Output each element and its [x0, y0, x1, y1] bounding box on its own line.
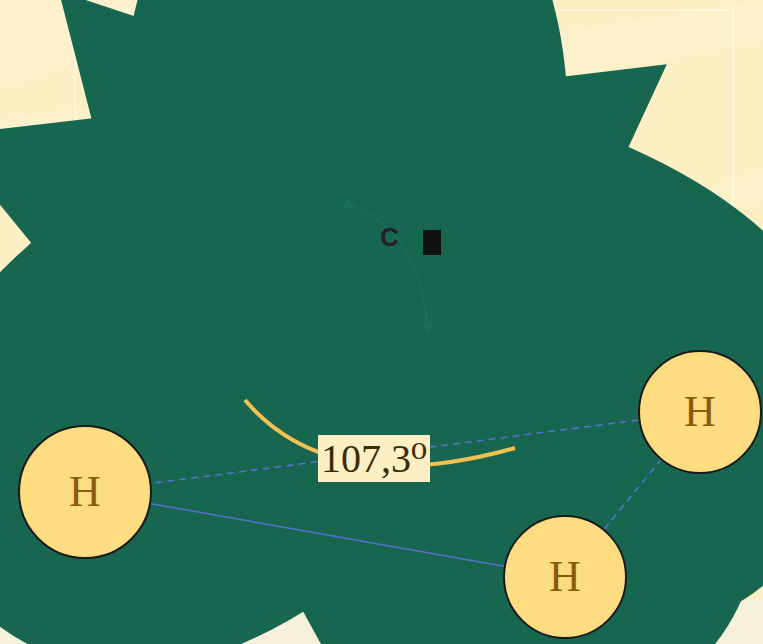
tetrahedron-edge [151, 504, 504, 567]
tetrahedron-edge [604, 460, 660, 529]
atom-circle: H [503, 515, 627, 639]
atom-label: H [69, 470, 101, 514]
tetrahedron-edge [151, 420, 638, 483]
atom-circle: H [638, 350, 762, 474]
atom-label: H [684, 390, 716, 434]
atom-label: H [549, 555, 581, 599]
angle-label: 107,3⁰ [318, 435, 430, 482]
atom-label: C [380, 222, 399, 253]
atom-circle: H [18, 425, 152, 559]
